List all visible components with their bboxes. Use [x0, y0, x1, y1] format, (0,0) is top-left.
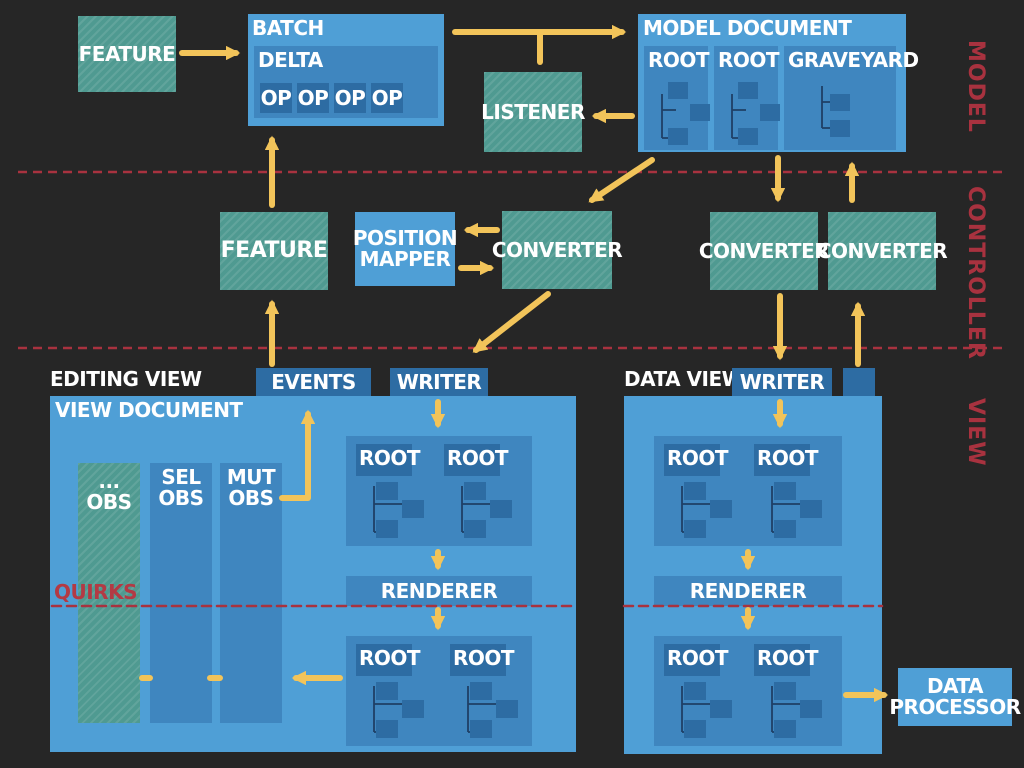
tree-icon	[661, 82, 710, 145]
op-box: OP	[297, 83, 329, 113]
model-feature-box: FEATURE	[78, 16, 176, 92]
model-document-box: MODEL DOCUMENT ROOT ROOT GRAVEYARD	[638, 14, 919, 152]
data-downcast-converter-box: CONVERTER	[699, 212, 830, 290]
root-label-box: ROOT	[664, 444, 729, 476]
editing-virtual-roots-box: ROOT ROOT	[346, 436, 532, 546]
tree-icon	[771, 482, 822, 538]
layer-label-controller: CONTROLLER	[963, 186, 988, 360]
delta-title: DELTA	[258, 48, 323, 72]
data-writer-tab: WRITER	[732, 368, 832, 396]
tree-icon	[821, 86, 850, 137]
root-label: ROOT	[757, 446, 819, 470]
root-label-box: ROOT	[444, 444, 509, 476]
op-box: OP	[371, 83, 403, 113]
events-tab: EVENTS	[256, 368, 371, 396]
quirks-label: QUIRKS	[54, 580, 138, 604]
tree-icon	[681, 682, 732, 738]
root-label: ROOT	[667, 646, 729, 670]
tree-icon	[373, 482, 424, 538]
graveyard-box: GRAVEYARD	[784, 46, 919, 150]
arrow-observers-to-events	[279, 409, 316, 501]
data-renderer-box: RENDERER	[654, 576, 842, 606]
model-root-box: ROOT	[714, 46, 780, 150]
tree-icon	[467, 682, 518, 738]
root-label: ROOT	[757, 646, 819, 670]
editing-dom-roots-box: ROOT ROOT	[346, 636, 532, 746]
editing-renderer-box: RENDERER	[346, 576, 532, 606]
root-label-box: ROOT	[356, 644, 421, 676]
arrow-model-document-to-converter	[588, 157, 655, 203]
layer-label-model: MODEL	[963, 40, 988, 133]
op-box: OP	[260, 83, 292, 113]
arrow-converter-to-editing-writer	[472, 291, 551, 353]
root-label: ROOT	[453, 646, 515, 670]
root-label: ROOT	[359, 646, 421, 670]
root-label-box: ROOT	[356, 444, 421, 476]
data-virtual-roots-box: ROOT ROOT	[654, 436, 842, 546]
model-root-label: ROOT	[648, 48, 710, 72]
data-processor-box: DATA PROCESSOR	[889, 668, 1021, 726]
tree-icon	[731, 82, 780, 145]
model-root-box: ROOT	[644, 46, 710, 150]
tree-icon	[461, 482, 512, 538]
model-root-label: ROOT	[718, 48, 780, 72]
root-label: ROOT	[359, 446, 421, 470]
tree-icon	[373, 682, 424, 738]
controller-feature-box: FEATURE	[220, 212, 328, 290]
view-document-title: VIEW DOCUMENT	[55, 398, 243, 422]
data-view-box: ROOT ROOT RENDERER ROOT	[624, 396, 882, 754]
layer-label-view: VIEW	[963, 398, 988, 467]
batch-title: BATCH	[252, 16, 324, 40]
position-mapper-box: POSITION MAPPER	[353, 212, 458, 286]
data-upcast-tab	[843, 368, 875, 396]
editing-converter-box: CONVERTER	[492, 211, 623, 289]
root-label-box: ROOT	[450, 644, 515, 676]
tree-icon	[771, 682, 822, 738]
editing-view-title: EDITING VIEW	[50, 367, 202, 391]
data-dom-roots-box: ROOT ROOT	[654, 636, 842, 746]
root-label: ROOT	[447, 446, 509, 470]
graveyard-label: GRAVEYARD	[788, 48, 919, 72]
batch-box: BATCH DELTA OP OP OP OP	[248, 14, 444, 126]
op-box: OP	[334, 83, 366, 113]
root-label-box: ROOT	[754, 644, 819, 676]
data-upcast-converter-box: CONVERTER	[817, 212, 948, 290]
editing-writer-tab: WRITER	[390, 368, 488, 396]
data-view-title: DATA VIEW	[624, 367, 744, 391]
root-label-box: ROOT	[754, 444, 819, 476]
delta-box: DELTA OP OP OP OP	[254, 46, 438, 118]
model-document-title: MODEL DOCUMENT	[643, 16, 852, 40]
generic-observer-column: ...OBS	[78, 463, 140, 723]
tree-icon	[681, 482, 732, 538]
root-label-box: ROOT	[664, 644, 729, 676]
listener-box: LISTENER	[481, 72, 585, 152]
root-label: ROOT	[667, 446, 729, 470]
